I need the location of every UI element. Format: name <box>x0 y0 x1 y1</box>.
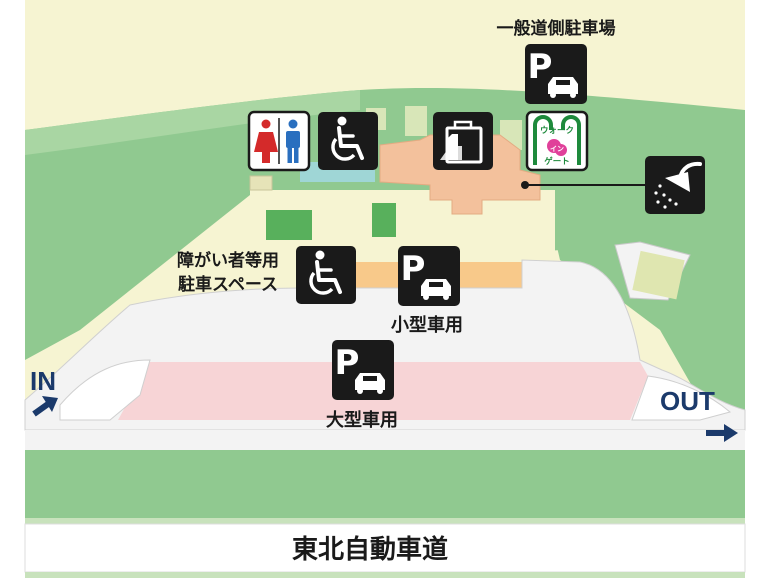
parking-letter: P <box>528 47 553 87</box>
outbuilding-3 <box>405 106 427 136</box>
entrance-island <box>59 359 151 421</box>
restroom-icon <box>247 110 311 172</box>
exit-arrow-icon <box>706 424 738 442</box>
shower-connector-dot <box>521 181 529 189</box>
hill-ridge <box>25 90 360 155</box>
expressway-edge <box>25 572 745 578</box>
accessible-parking-label-2: 駐車スペース <box>178 274 278 295</box>
large-vehicle-label: 大型車用 <box>326 409 398 431</box>
exit-label: OUT <box>660 386 715 416</box>
garden-patch-2 <box>372 203 396 237</box>
large-vehicle-parking-icon: P <box>332 340 394 400</box>
shower-icon <box>645 156 705 214</box>
wheelchair-icon <box>318 112 378 170</box>
median-edge <box>25 518 745 524</box>
walk-gate-text-mid: イン <box>550 145 564 153</box>
general-parking-icon: P <box>525 44 587 104</box>
walk-gate-text-2: ゲート <box>544 156 570 167</box>
expressway-label: 東北自動車道 <box>292 534 448 565</box>
small-car-parking-icon: P <box>398 246 460 306</box>
general-parking-label: 一般道側駐車場 <box>497 18 616 39</box>
garden-patch-1 <box>266 210 312 240</box>
ramp-lane <box>25 430 745 450</box>
exit-island <box>631 375 732 421</box>
parking-letter: P <box>401 249 426 289</box>
outbuilding-1 <box>249 175 273 191</box>
walk-gate-text-1: ウォーク <box>540 125 574 136</box>
small-car-label: 小型車用 <box>391 314 463 336</box>
expressway-band <box>24 523 746 573</box>
shopping-bag-icon <box>433 112 493 170</box>
entrance-label: IN <box>30 366 56 396</box>
accessible-parking-icon <box>296 246 356 304</box>
parking-letter: P <box>335 343 360 383</box>
right-outbuilding <box>632 250 685 300</box>
walk-in-gate-icon: ウォーク イン ゲート <box>525 110 589 172</box>
median-green <box>25 450 745 518</box>
accessible-parking-label-1: 障がい者等用 <box>177 250 279 271</box>
entrance-arrow-icon <box>32 396 58 417</box>
